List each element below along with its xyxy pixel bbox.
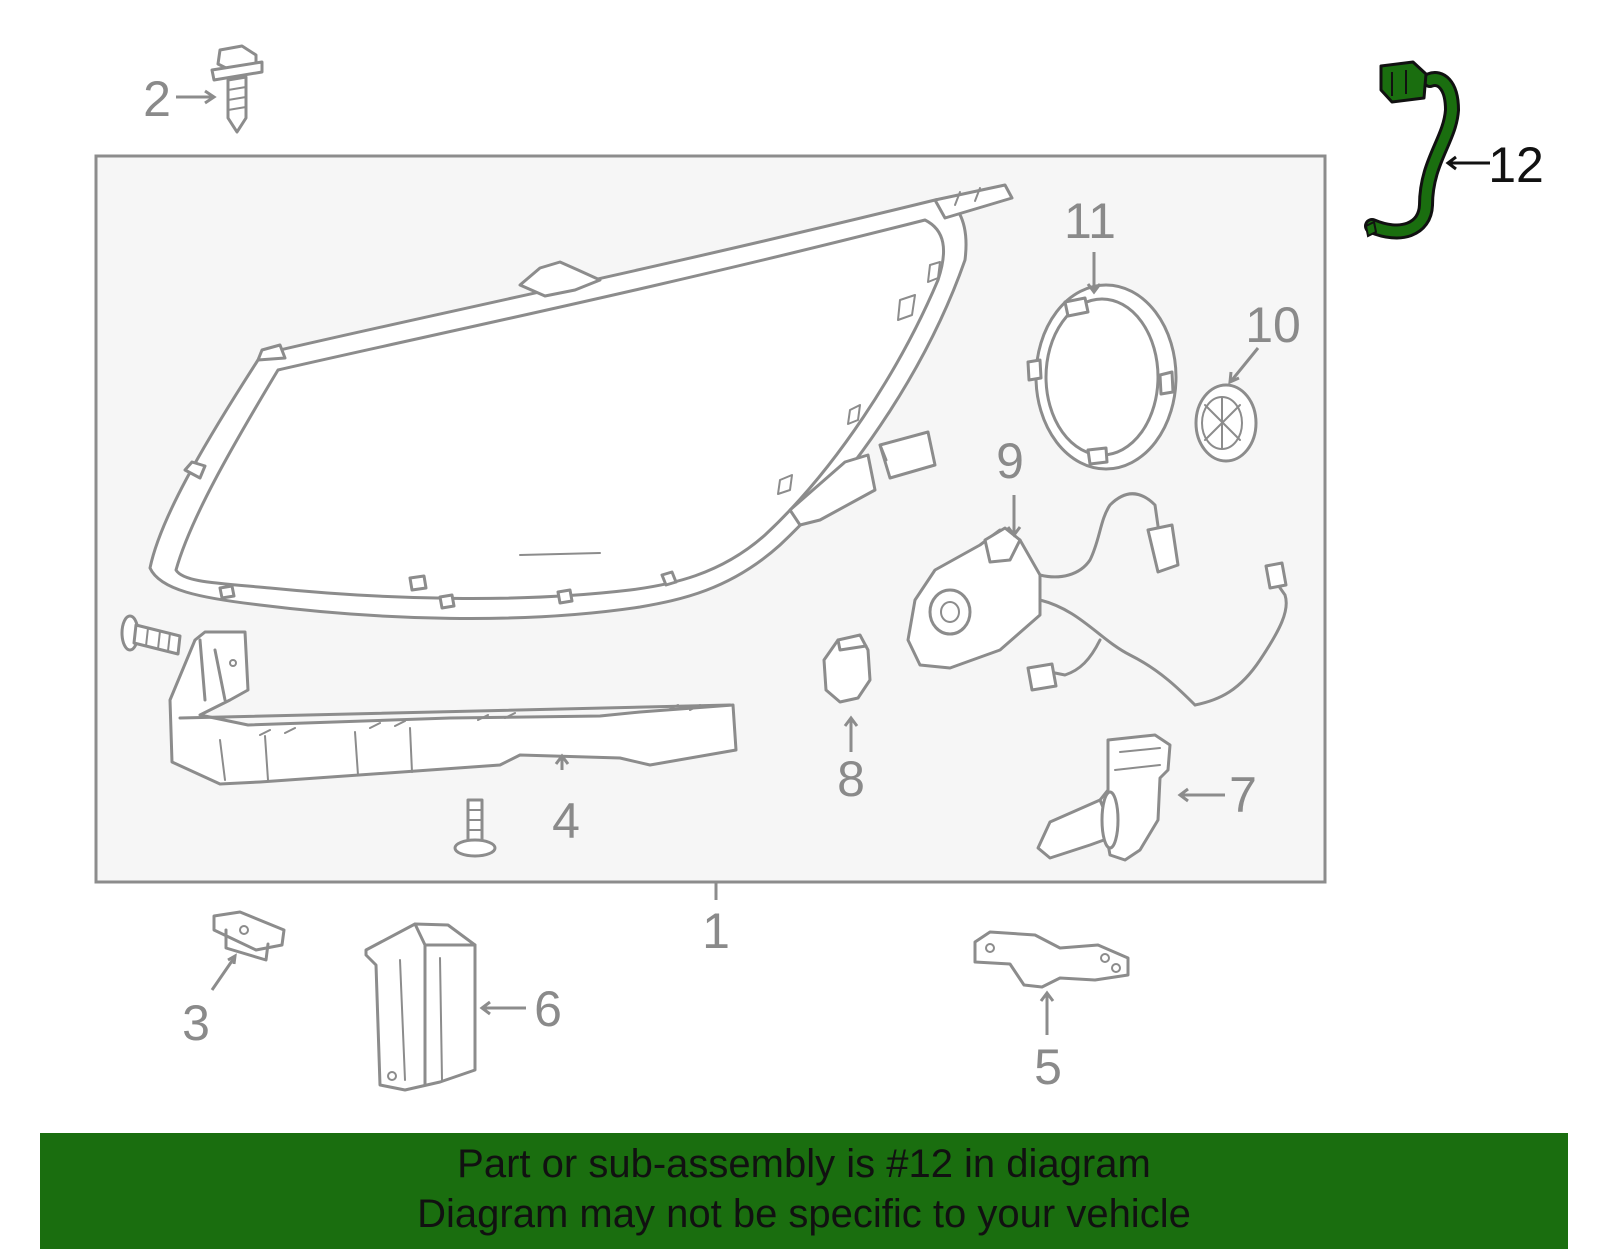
callout-1: 1 <box>702 903 730 959</box>
bracket-part-6 <box>364 922 477 1092</box>
ring-part-11 <box>1026 283 1178 471</box>
callout-6: 6 <box>534 981 562 1037</box>
callout-11: 11 <box>1064 193 1116 249</box>
callout-3: 3 <box>182 995 210 1051</box>
bracket-bolt-bottom <box>453 798 497 858</box>
info-banner: Part or sub-assembly is #12 in diagram D… <box>40 1133 1568 1249</box>
callout-2: 2 <box>143 71 171 127</box>
callout-5: 5 <box>1034 1039 1062 1095</box>
bulb-part-8 <box>822 633 872 704</box>
callout-10: 10 <box>1245 297 1301 353</box>
leader-lines <box>176 89 1490 1035</box>
callout-8: 8 <box>837 751 865 807</box>
banner-line-1: Part or sub-assembly is #12 in diagram <box>457 1142 1151 1186</box>
mounting-bracket <box>168 630 738 786</box>
small-cap <box>878 430 937 480</box>
clip-part-3 <box>212 910 286 962</box>
banner-line-2: Diagram may not be specific to your vehi… <box>417 1192 1191 1236</box>
socket-harness-part-9 <box>906 492 1288 707</box>
callout-4: 4 <box>552 793 580 849</box>
harness-part-12 <box>1364 60 1461 240</box>
bulb-part-7 <box>1036 733 1172 862</box>
callout-9: 9 <box>996 433 1024 489</box>
headlamp-lens <box>148 183 1014 621</box>
bracket-bolt-left <box>120 614 182 656</box>
callout-12: 12 <box>1488 137 1544 193</box>
callout-7: 7 <box>1229 767 1257 823</box>
bracket-part-5 <box>973 930 1130 989</box>
cap-part-10 <box>1194 383 1258 463</box>
screw-part-2 <box>210 44 264 134</box>
